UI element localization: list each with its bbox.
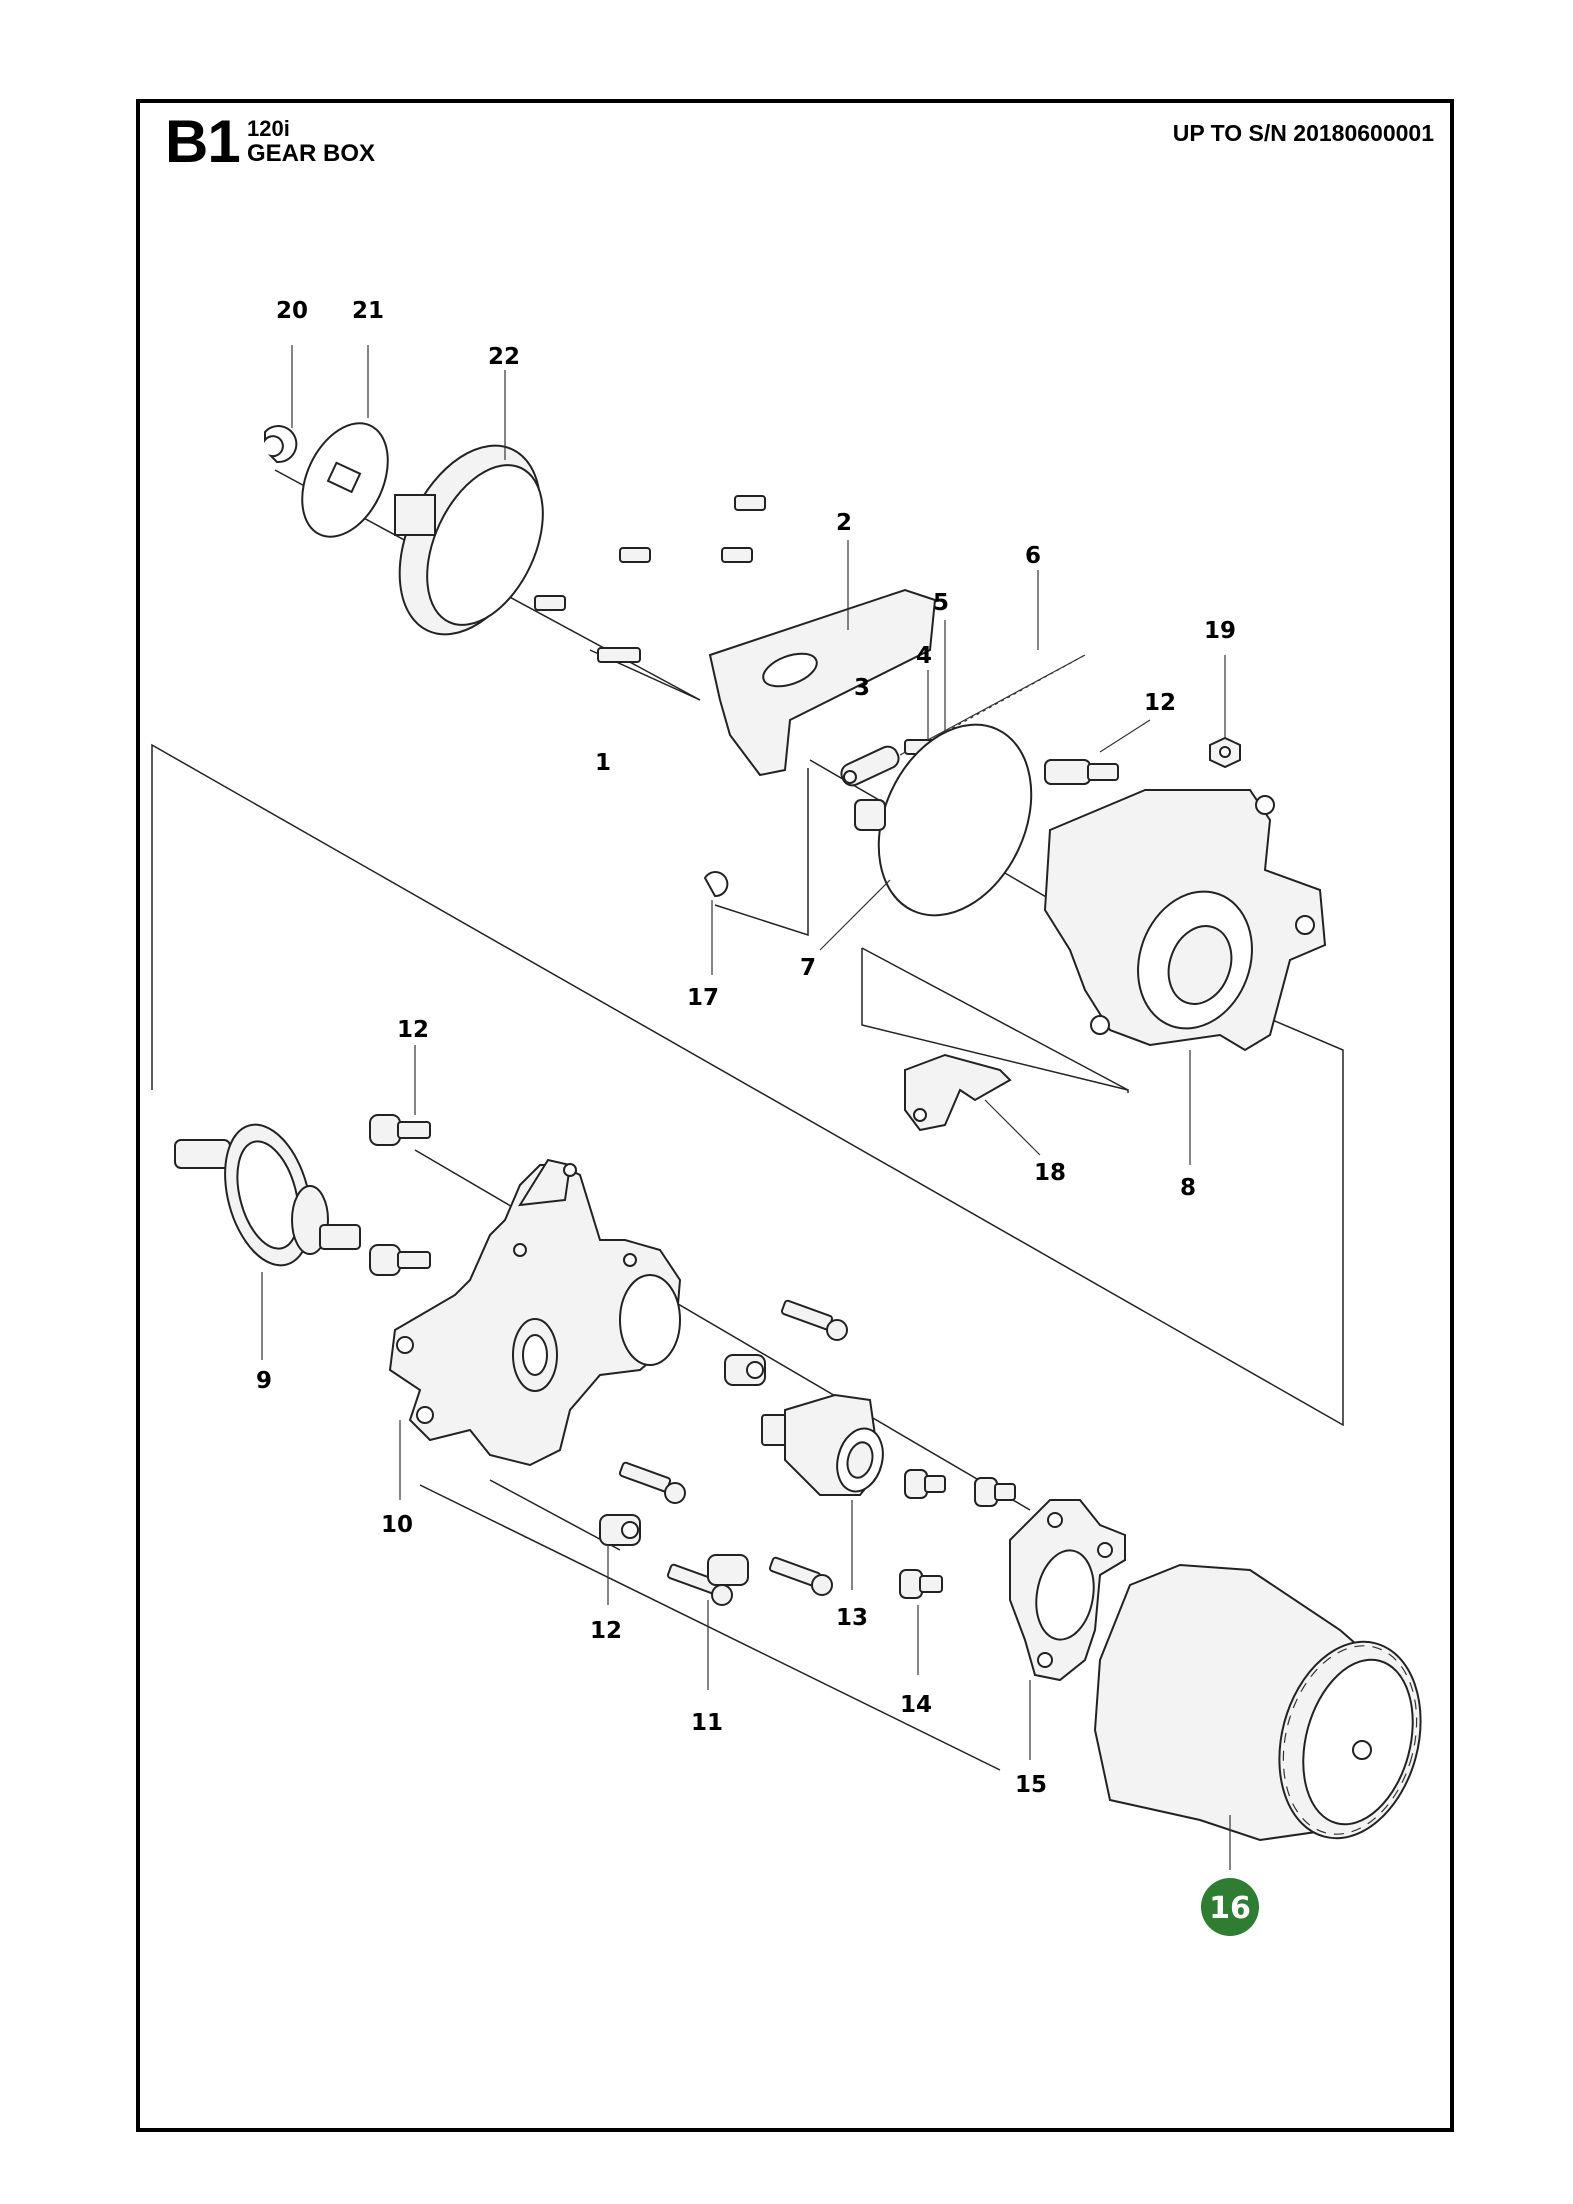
page-title: GEAR BOX	[247, 140, 376, 167]
part-12-screw-upper	[1044, 719, 1151, 785]
callout-3: 3	[854, 675, 870, 701]
callout-15: 15	[1015, 1772, 1047, 1798]
callout-labels: 1 2 3 4 5 6 7 8 9 10 11 12 12 12 13 14 1…	[256, 298, 1236, 1798]
part-3-lever	[840, 745, 900, 787]
callout-7: 7	[800, 955, 816, 981]
part-11-screws	[618, 1299, 848, 1690]
callout-5: 5	[933, 590, 949, 616]
callout-10: 10	[381, 1512, 413, 1538]
part-17-clip	[703, 871, 729, 975]
drawing-frame	[136, 99, 1454, 2132]
part-14-pin	[899, 1569, 943, 1675]
callout-18: 18	[1034, 1160, 1066, 1186]
highlight-circle	[1201, 1878, 1259, 1936]
callout-11: 11	[691, 1710, 723, 1736]
callout-21: 21	[352, 298, 384, 324]
callout-13: 13	[836, 1605, 868, 1631]
part-7-brake-band	[819, 723, 1033, 951]
part-15-flange	[1009, 1499, 1126, 1760]
model-name: 120i	[247, 116, 290, 141]
callout-12b: 12	[397, 1017, 429, 1043]
center-pins	[904, 1469, 1016, 1507]
callout-14: 14	[900, 1692, 932, 1718]
callout-8: 8	[1180, 1175, 1196, 1201]
serial-range: UP TO S/N 20180600001	[1172, 120, 1434, 146]
part-2-plate	[708, 540, 937, 777]
callout-9: 9	[256, 1368, 272, 1394]
callout-16-highlight[interactable]: 16	[1201, 1878, 1259, 1936]
callout-16: 16	[1209, 1891, 1251, 1926]
section-code: B1	[165, 108, 241, 175]
part-10-housing	[388, 1158, 682, 1500]
callout-6: 6	[1025, 543, 1041, 569]
callout-12c: 12	[590, 1618, 622, 1644]
top-screws	[534, 495, 766, 663]
part-21-washer	[301, 345, 389, 538]
part-12-screws-lower	[599, 1354, 766, 1605]
callout-19: 19	[1204, 618, 1236, 644]
part-9-gear-shaft	[174, 1123, 361, 1360]
callout-20: 20	[276, 298, 308, 324]
part-22-clutch-drum	[394, 370, 544, 636]
part-18-bracket	[904, 1053, 1041, 1156]
part-20-circlip	[264, 345, 298, 464]
callout-1: 1	[595, 750, 611, 776]
part-6-spring	[899, 570, 1086, 756]
callout-12a: 12	[1144, 690, 1176, 716]
callout-17: 17	[687, 985, 719, 1011]
part-12-screws-left	[369, 1045, 431, 1276]
callout-2: 2	[836, 510, 852, 536]
part-13-bearing	[761, 1393, 884, 1590]
part-19-nut	[1209, 655, 1241, 769]
callout-22: 22	[488, 344, 520, 370]
part-16-motor	[1093, 1563, 1422, 1870]
callout-4: 4	[916, 643, 932, 669]
part-8-gear-housing	[1043, 789, 1327, 1165]
